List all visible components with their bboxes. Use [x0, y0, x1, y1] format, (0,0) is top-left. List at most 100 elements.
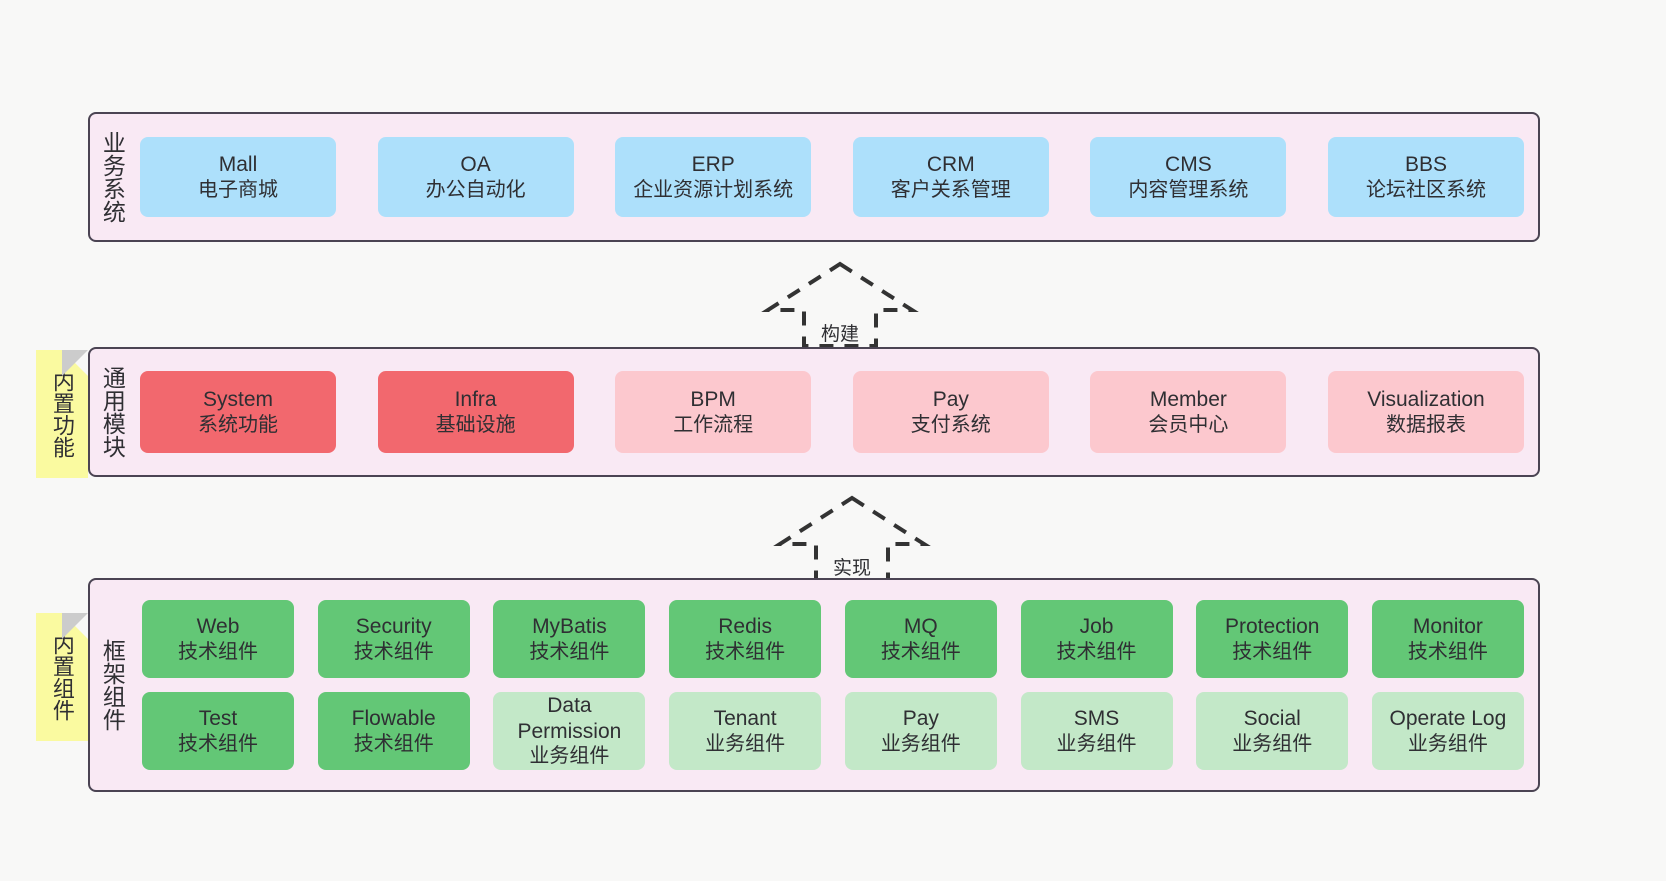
card-erp-en: ERP [691, 153, 735, 176]
card-erp-cn: 企业资源计划系统 [633, 178, 794, 201]
card-visualization-en: Visualization [1367, 388, 1485, 411]
card-mall-en: Mall [218, 153, 258, 176]
card-operate-log-en: Operate Log [1389, 707, 1507, 730]
card-security-cn: 技术组件 [353, 640, 434, 663]
layer-business-systems: 业务系统 Mall 电子商城 OA 办公自动化 ERP 企业资源计划系统 CRM… [88, 112, 1540, 242]
card-bpm-cn: 工作流程 [673, 413, 754, 436]
card-data-permission-cn: 业务组件 [529, 745, 610, 768]
layer-framework-cards: Web 技术组件 Security 技术组件 MyBatis 技术组件 Redi… [134, 580, 1538, 790]
card-monitor-en: Monitor [1412, 615, 1483, 638]
arrow-build-label: 构建 [820, 324, 860, 345]
note-builtin-components-label: 内置组件 [49, 633, 75, 721]
card-mybatis[interactable]: MyBatis 技术组件 [493, 600, 646, 678]
card-sms-en: SMS [1073, 707, 1120, 730]
card-infra[interactable]: Infra 基础设施 [377, 371, 574, 453]
note-builtin-features-label: 内置功能 [49, 370, 75, 458]
card-cms-cn: 内容管理系统 [1128, 178, 1249, 201]
card-oa-cn: 办公自动化 [425, 178, 526, 201]
note-fold-corner [62, 613, 88, 639]
note-builtin-features: 内置功能 [36, 350, 88, 478]
card-pay-module-cn: 支付系统 [910, 413, 991, 436]
card-tenant-cn: 业务组件 [705, 732, 786, 755]
card-sms-cn: 业务组件 [1056, 732, 1137, 755]
card-protection-cn: 技术组件 [1232, 640, 1313, 663]
layer-common-modules: 通用模块 System 系统功能 Infra 基础设施 BPM 工作流程 Pay… [88, 347, 1540, 477]
card-bpm[interactable]: BPM 工作流程 [615, 371, 812, 453]
card-bbs[interactable]: BBS 论坛社区系统 [1327, 137, 1524, 217]
card-redis[interactable]: Redis 技术组件 [669, 600, 822, 678]
card-system[interactable]: System 系统功能 [140, 371, 336, 453]
card-oa-en: OA [460, 153, 491, 176]
card-tenant-en: Tenant [713, 707, 777, 730]
card-tenant[interactable]: Tenant 业务组件 [669, 692, 822, 770]
card-bbs-cn: 论坛社区系统 [1365, 178, 1486, 201]
framework-row-tech: Web 技术组件 Security 技术组件 MyBatis 技术组件 Redi… [142, 600, 1524, 678]
card-mall[interactable]: Mall 电子商城 [140, 137, 336, 217]
card-infra-en: Infra [454, 388, 497, 411]
card-pay-component-cn: 业务组件 [880, 732, 961, 755]
card-mybatis-en: MyBatis [532, 615, 607, 638]
card-oa[interactable]: OA 办公自动化 [377, 137, 574, 217]
card-test-cn: 技术组件 [178, 732, 258, 755]
card-monitor-cn: 技术组件 [1407, 640, 1488, 663]
card-cms[interactable]: CMS 内容管理系统 [1090, 137, 1287, 217]
card-crm-en: CRM [926, 153, 975, 176]
card-web-cn: 技术组件 [178, 640, 258, 663]
card-pay-component-en: Pay [902, 707, 939, 730]
layer-modules-title: 通用模块 [99, 366, 126, 458]
card-job[interactable]: Job 技术组件 [1020, 600, 1173, 678]
card-sms[interactable]: SMS 业务组件 [1020, 692, 1173, 770]
arrow-build: 构建 [760, 258, 920, 350]
card-mq-en: MQ [903, 615, 938, 638]
card-pay-module[interactable]: Pay 支付系统 [852, 371, 1049, 453]
card-member[interactable]: Member 会员中心 [1090, 371, 1287, 453]
card-job-cn: 技术组件 [1056, 640, 1137, 663]
card-mq-cn: 技术组件 [880, 640, 961, 663]
card-operate-log-cn: 业务组件 [1407, 732, 1488, 755]
card-data-permission[interactable]: Data Permission 业务组件 [493, 692, 646, 770]
card-protection[interactable]: Protection 技术组件 [1196, 600, 1349, 678]
arrow-implement: 实现 [772, 492, 932, 584]
card-bpm-en: BPM [690, 388, 736, 411]
card-operate-log[interactable]: Operate Log 业务组件 [1371, 692, 1524, 770]
card-security-en: Security [355, 615, 432, 638]
card-crm-cn: 客户关系管理 [890, 178, 1011, 201]
note-builtin-components: 内置组件 [36, 613, 88, 741]
card-test[interactable]: Test 技术组件 [142, 692, 294, 770]
card-cms-en: CMS [1165, 153, 1212, 176]
card-mybatis-cn: 技术组件 [529, 640, 610, 663]
card-redis-en: Redis [718, 615, 772, 638]
card-crm[interactable]: CRM 客户关系管理 [852, 137, 1049, 217]
card-flowable-cn: 技术组件 [353, 732, 434, 755]
card-infra-cn: 基础设施 [435, 413, 516, 436]
layer-business-cards: Mall 电子商城 OA 办公自动化 ERP 企业资源计划系统 CRM 客户关系… [134, 114, 1538, 240]
card-flowable[interactable]: Flowable 技术组件 [317, 692, 470, 770]
card-mall-cn: 电子商城 [198, 178, 278, 201]
card-pay-component[interactable]: Pay 业务组件 [844, 692, 997, 770]
card-data-permission-en: Data Permission [517, 694, 622, 743]
card-social[interactable]: Social 业务组件 [1196, 692, 1349, 770]
card-system-cn: 系统功能 [198, 413, 278, 436]
card-protection-en: Protection [1224, 615, 1320, 638]
card-mq[interactable]: MQ 技术组件 [844, 600, 997, 678]
arrow-implement-label: 实现 [832, 558, 872, 579]
card-test-en: Test [198, 707, 238, 730]
card-web[interactable]: Web 技术组件 [142, 600, 294, 678]
layer-business-title: 业务系统 [99, 131, 126, 223]
card-visualization[interactable]: Visualization 数据报表 [1327, 371, 1524, 453]
card-security[interactable]: Security 技术组件 [317, 600, 470, 678]
note-fold-corner [62, 350, 88, 376]
card-pay-module-en: Pay [932, 388, 969, 411]
card-monitor[interactable]: Monitor 技术组件 [1371, 600, 1524, 678]
layer-framework-components: 框架组件 Web 技术组件 Security 技术组件 MyBatis 技术组件… [88, 578, 1540, 792]
card-erp[interactable]: ERP 企业资源计划系统 [615, 137, 812, 217]
card-flowable-en: Flowable [351, 707, 436, 730]
card-web-en: Web [196, 615, 240, 638]
card-system-en: System [202, 388, 273, 411]
card-member-cn: 会员中心 [1148, 413, 1229, 436]
card-job-en: Job [1079, 615, 1114, 638]
card-redis-cn: 技术组件 [705, 640, 786, 663]
card-member-en: Member [1149, 388, 1227, 411]
card-social-en: Social [1243, 707, 1301, 730]
